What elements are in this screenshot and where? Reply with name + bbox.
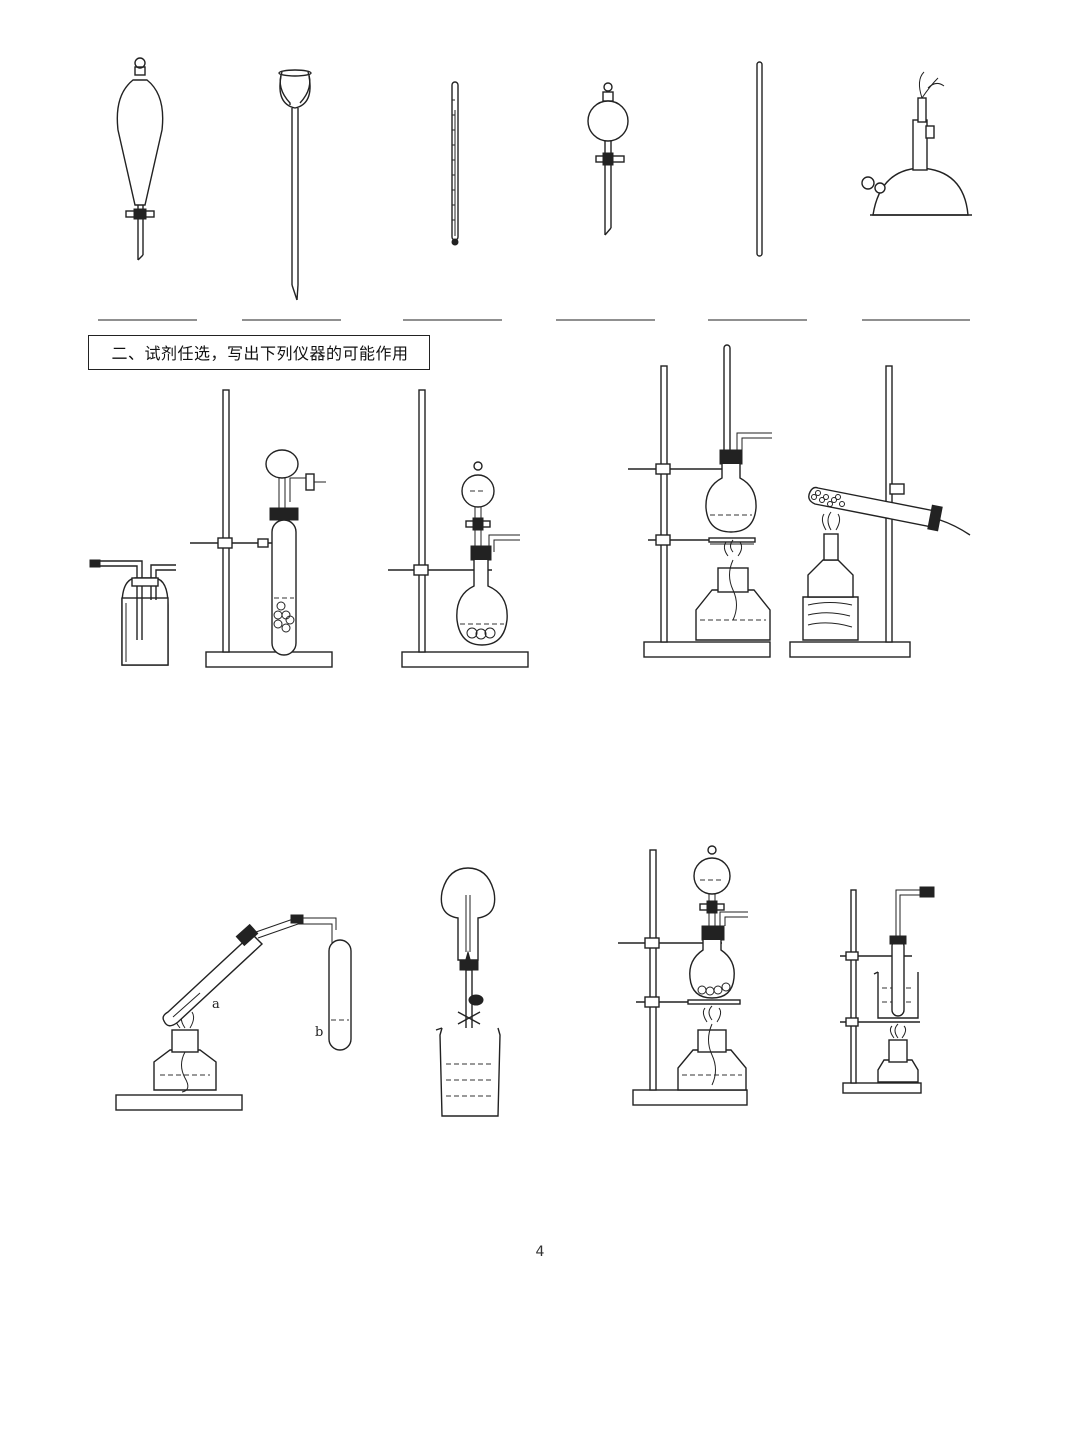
section-title-box: 二、试剂任选，写出下列仪器的可能作用: [88, 335, 430, 370]
alcohol-blowtorch-icon: [861, 71, 972, 216]
section-title: 二、试剂任选，写出下列仪器的可能作用: [111, 344, 409, 363]
dropping-funnel-icon: [587, 82, 629, 236]
kipp-like-generator-icon: [190, 389, 333, 668]
glass-rod-icon: [756, 61, 763, 257]
heated-flask-generator-icon: [618, 845, 748, 1106]
distillation-setup-icon: [628, 344, 772, 658]
separatory-funnel-icon: [116, 57, 164, 261]
fountain-experiment-icon: [435, 867, 501, 1117]
label-a: a: [212, 997, 220, 1012]
long-neck-funnel-icon: [278, 69, 312, 301]
page-number: 4: [535, 1244, 545, 1260]
test-tube-heating-icon: [115, 914, 352, 1111]
water-bath-heating-icon: [840, 886, 935, 1094]
flask-generator-icon: [388, 389, 529, 668]
thermometer-icon: [451, 81, 459, 246]
heated-tube-setup-icon: [789, 365, 971, 658]
label-b: b: [315, 1025, 324, 1040]
gas-washing-bottle-icon: [89, 559, 176, 666]
